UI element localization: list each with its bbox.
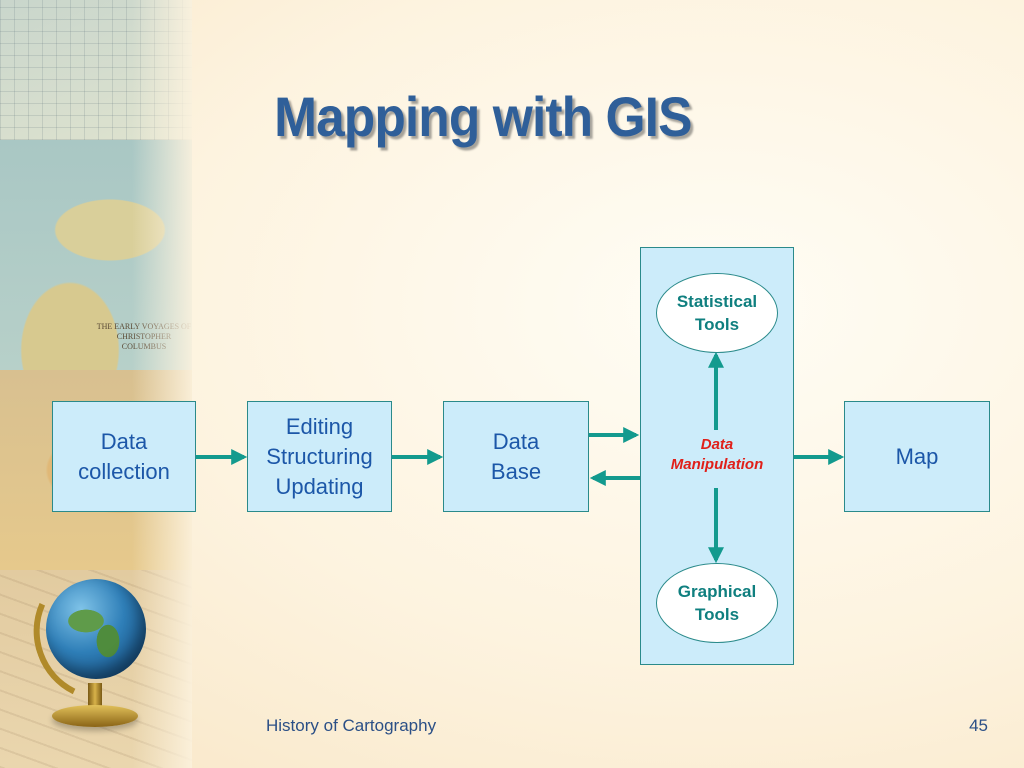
data-collection-box: Data collection xyxy=(52,401,196,512)
slide-title: Mapping with GIS xyxy=(274,85,692,148)
map-caption: THE EARLY VOYAGES OF CHRISTOPHER COLUMBU… xyxy=(96,322,192,351)
graphical-tools-ellipse: Graphical Tools xyxy=(656,563,778,643)
globe-stem xyxy=(88,683,102,709)
city-map-image xyxy=(0,0,192,140)
globe-base xyxy=(52,705,138,727)
data-manipulation-label: Data Manipulation xyxy=(670,436,764,473)
footer-text: History of Cartography xyxy=(266,716,437,735)
slide-number: 45 xyxy=(969,716,988,735)
globe-icon xyxy=(14,546,184,740)
map-box: Map xyxy=(844,401,990,512)
editing-structuring-updating-box: Editing Structuring Updating xyxy=(247,401,392,512)
statistical-tools-ellipse: Statistical Tools xyxy=(656,273,778,353)
globe-sphere xyxy=(46,579,146,679)
database-box: Data Base xyxy=(443,401,589,512)
